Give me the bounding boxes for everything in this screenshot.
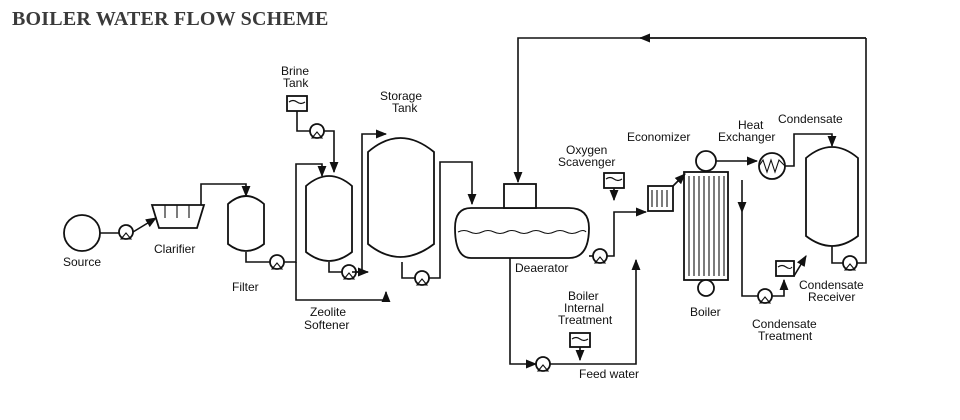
pipe-pump2-bypass xyxy=(295,262,391,303)
label-brine-tank-line2: Tank xyxy=(283,76,309,90)
pipe-pump5-economizer xyxy=(607,207,648,257)
label-clarifier: Clarifier xyxy=(154,242,195,256)
pipe-economizer-boiler xyxy=(672,173,686,187)
label-source: Source xyxy=(63,255,101,269)
label-ct-line2: Treatment xyxy=(758,329,813,343)
boiler-unit xyxy=(683,150,729,297)
label-heat-exchanger: Heat Exchanger xyxy=(718,118,775,144)
pump-1 xyxy=(118,224,134,240)
label-ct-line1: Condensate xyxy=(752,317,817,331)
pump-2 xyxy=(269,254,285,270)
brine-tank xyxy=(286,95,308,112)
label-filter: Filter xyxy=(232,280,259,294)
pipe-pump7-receiver xyxy=(772,278,789,297)
filter-vessel xyxy=(227,195,265,252)
clarifier xyxy=(150,204,206,229)
label-oxygen-scavenger-line1: Oxygen xyxy=(566,143,607,157)
pump-5 xyxy=(592,248,608,264)
label-condensate-treatment: Condensate Treatment xyxy=(752,317,820,343)
label-cr-line2: Receiver xyxy=(808,290,855,304)
pipe-clarifier-filter xyxy=(200,183,251,205)
label-boiler: Boiler xyxy=(690,305,721,319)
label-cr-line1: Condensate xyxy=(799,278,864,292)
label-storage-tank-line1: Storage xyxy=(380,89,422,103)
label-deaerator: Deaerator xyxy=(515,261,568,275)
pipe-ct-tank-receiver xyxy=(793,255,807,277)
oxygen-scavenger-tank xyxy=(603,172,625,189)
label-zeolite-softener-line2: Softener xyxy=(304,318,349,332)
label-zeolite-softener: Zeolite Softener xyxy=(304,305,349,332)
pump-brine xyxy=(309,123,325,139)
pump-4 xyxy=(414,270,430,286)
pipe-pump6-return xyxy=(857,38,867,264)
label-heat-exchanger-line2: Exchanger xyxy=(718,130,775,144)
label-storage-tank: Storage Tank xyxy=(380,89,425,115)
pump-feed xyxy=(535,356,551,372)
label-condensate: Condensate xyxy=(778,112,843,126)
label-condensate-receiver: Condensate Receiver xyxy=(799,278,867,304)
pipe-receiver-pump6 xyxy=(831,246,843,264)
pipe-feed-boiler xyxy=(550,258,641,365)
deaerator-vessel xyxy=(454,183,590,259)
pipe-deaerator-feed xyxy=(509,258,538,369)
label-storage-tank-line2: Tank xyxy=(392,101,418,115)
label-bit-line1: Boiler xyxy=(568,289,599,303)
source-tank xyxy=(63,214,101,252)
label-bit-line2: Internal xyxy=(564,301,604,315)
pipe-filter-pump2 xyxy=(245,252,270,263)
label-oxygen-scavenger-line2: Scavenger xyxy=(558,155,615,169)
label-brine-tank-line1: Brine xyxy=(281,64,309,78)
pipe-heat-exchanger-condensate xyxy=(785,133,837,167)
economizer xyxy=(647,185,674,212)
pipe-brine-pump xyxy=(296,111,310,132)
label-economizer: Economizer xyxy=(627,130,690,144)
pipe-pump1-clarifier xyxy=(132,217,157,233)
pipe-pump4-deaerator xyxy=(429,161,477,279)
label-zeolite-softener-line1: Zeolite xyxy=(310,305,346,319)
label-feed-water: Feed water xyxy=(579,367,639,381)
condensate-receiver-vessel xyxy=(805,146,859,247)
boiler-internal-treatment-tank xyxy=(569,332,591,348)
pipe-storage-pump4 xyxy=(401,262,415,279)
zeolite-softener-vessel xyxy=(305,175,353,262)
condensate-treatment-tank xyxy=(775,260,795,277)
pipe-softener-pump3 xyxy=(328,262,342,273)
storage-tank-vessel xyxy=(367,137,435,258)
diagram-title: BOILER WATER FLOW SCHEME xyxy=(12,8,329,30)
pipe-pump2-softener xyxy=(284,163,327,263)
label-oxygen-scavenger: Oxygen Scavenger xyxy=(558,143,615,169)
label-heat-exchanger-line1: Heat xyxy=(738,118,764,132)
pump-7 xyxy=(757,288,773,304)
heat-exchanger xyxy=(758,152,786,180)
label-bit-line3: Treatment xyxy=(558,313,613,327)
pipe-condensate-treatment xyxy=(741,212,758,297)
pipe-brine-softener xyxy=(324,130,339,174)
label-boiler-internal-treatment: Boiler Internal Treatment xyxy=(558,289,613,327)
label-brine-tank: Brine Tank xyxy=(281,64,312,90)
pump-6 xyxy=(842,255,858,271)
